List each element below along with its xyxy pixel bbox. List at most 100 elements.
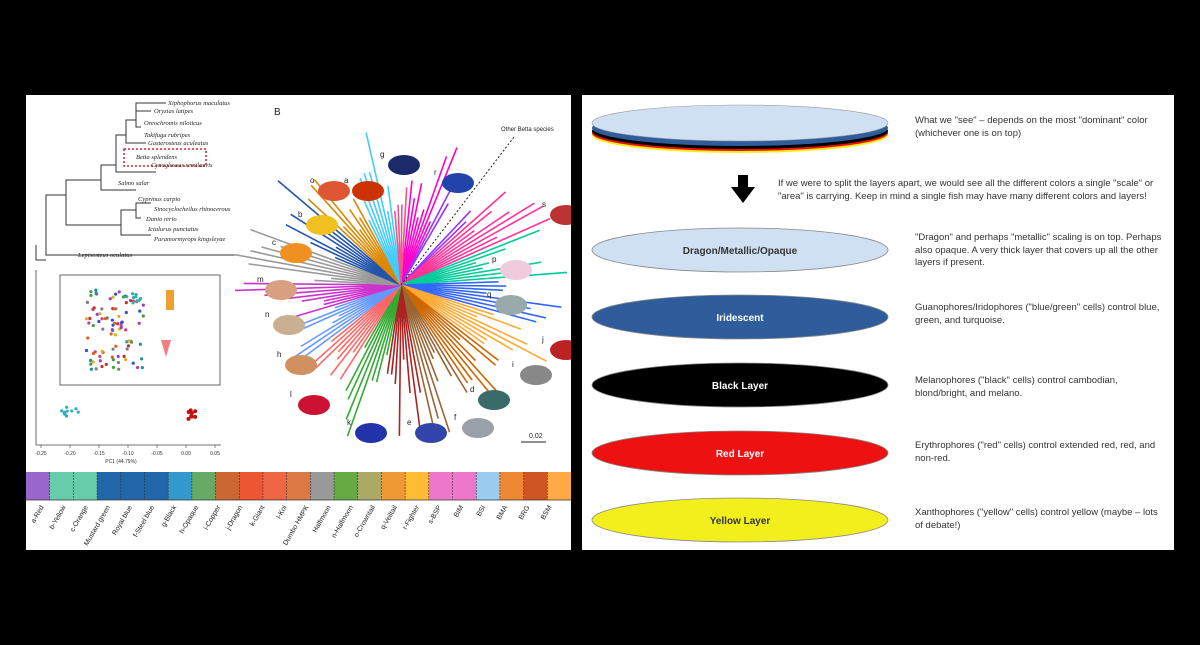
- pca-point: [127, 339, 131, 343]
- pca-point: [109, 332, 113, 336]
- pca-point: [117, 314, 121, 319]
- pca-point: [114, 344, 118, 348]
- pca-xlabel: PC1 (44.79%): [105, 459, 137, 465]
- pca-point: [137, 321, 141, 325]
- pca-point: [100, 349, 104, 353]
- pca-point: [122, 354, 126, 358]
- pca-point: [85, 300, 90, 304]
- pca-point: [60, 409, 64, 413]
- pca-point: [119, 325, 123, 330]
- tree-branch: [400, 284, 537, 323]
- species-label: Lepisosteus oculatus: [77, 252, 132, 259]
- pca-point: [100, 317, 104, 321]
- breed-label: b-Yellow: [49, 504, 69, 531]
- pca-point: [91, 323, 95, 328]
- breed-label: BRG: [518, 505, 532, 522]
- breed-label: BMA: [496, 504, 510, 521]
- admixture-segment: [144, 472, 169, 500]
- layer-oval: [591, 294, 889, 340]
- layer-oval: [591, 227, 889, 273]
- species-label: Oreochromis niloticus: [144, 120, 202, 127]
- tree-branch: [400, 284, 562, 309]
- fish-image: [352, 181, 384, 201]
- admixture-segment: [97, 472, 122, 500]
- betta-highlight-box: [123, 148, 207, 167]
- tree-branch: [288, 284, 402, 300]
- tree-branch: [400, 271, 568, 286]
- breed-label: k-Giant: [249, 504, 266, 527]
- admixture-segment: [262, 472, 288, 500]
- breed-label: h-Opaque: [179, 504, 201, 535]
- pca-tick-label: -0.15: [93, 451, 105, 457]
- pca-point: [70, 409, 74, 413]
- pca-point: [104, 362, 108, 367]
- pca-point: [110, 355, 114, 359]
- tree-branch: [289, 284, 402, 361]
- species-label: Oryzias latipes: [154, 108, 194, 115]
- tree-branch: [300, 284, 402, 348]
- pca-point: [110, 328, 114, 332]
- tree-branch: [400, 284, 469, 384]
- admixture-segment: [239, 472, 264, 500]
- fish-image: [306, 215, 338, 235]
- admixture-segment: [452, 472, 477, 500]
- pca-point: [101, 327, 105, 331]
- admixture-segment: [476, 472, 501, 500]
- breed-label: l-Koi: [276, 504, 289, 520]
- layer-label: Iridescent: [716, 313, 764, 324]
- pca-point: [88, 316, 92, 321]
- pca-point: [94, 291, 98, 295]
- admixture-segment: [286, 472, 311, 500]
- pca-point: [125, 347, 129, 351]
- pca-point: [76, 410, 80, 414]
- admixture-segment: [334, 472, 359, 500]
- breed-label: f-Steel blue: [132, 504, 156, 538]
- layer-oval: [591, 362, 889, 408]
- pca-point: [64, 414, 69, 418]
- pca-point: [138, 309, 142, 313]
- pca-point: [98, 312, 102, 316]
- pca-tick-label: 0.05: [210, 451, 220, 457]
- admixture-segment: [499, 472, 525, 500]
- tree-branch: [400, 284, 411, 394]
- tree-branch: [400, 217, 551, 286]
- pca-point: [124, 310, 128, 315]
- tree-branch: [400, 187, 408, 286]
- tree-branch: [400, 284, 422, 433]
- tree-branch: [400, 211, 510, 286]
- admixture-segment: [215, 472, 240, 500]
- layer-label: Red Layer: [716, 449, 764, 460]
- tree-branch: [400, 180, 413, 286]
- split-description: If we were to split the layers apart, we…: [778, 178, 1154, 202]
- tree-branch: [307, 284, 402, 369]
- tree-branch: [347, 284, 402, 400]
- pca-point: [112, 307, 116, 311]
- tree-branch: [400, 284, 440, 419]
- layer-description: Melanophores ("black" cells) control cam…: [915, 375, 1118, 399]
- fish-image: [495, 295, 527, 315]
- fish-image: [550, 205, 571, 225]
- fish-letter: b: [298, 210, 303, 219]
- pca-point: [124, 328, 128, 332]
- tree-branch: [400, 284, 522, 330]
- pca-point: [120, 320, 124, 324]
- pca-point: [131, 361, 135, 365]
- pca-point: [95, 312, 99, 316]
- pca-point: [98, 354, 102, 359]
- pca-point: [98, 359, 102, 363]
- fish-letter: o: [310, 176, 315, 185]
- tree-branch: [400, 203, 449, 286]
- tree-branch: [400, 179, 457, 286]
- admixture-segment: [381, 472, 406, 500]
- breed-label: BSI: [476, 504, 488, 517]
- layer-oval: [591, 497, 889, 543]
- fish-letter: p: [492, 255, 497, 264]
- species-label: Cynoglossus semilaevis: [151, 162, 213, 169]
- fish-letter: l: [290, 390, 292, 399]
- pca-point: [116, 322, 120, 326]
- admixture-segment: [310, 472, 335, 500]
- pca-point: [189, 414, 194, 419]
- species-label: Cyprinus carpio: [138, 196, 181, 203]
